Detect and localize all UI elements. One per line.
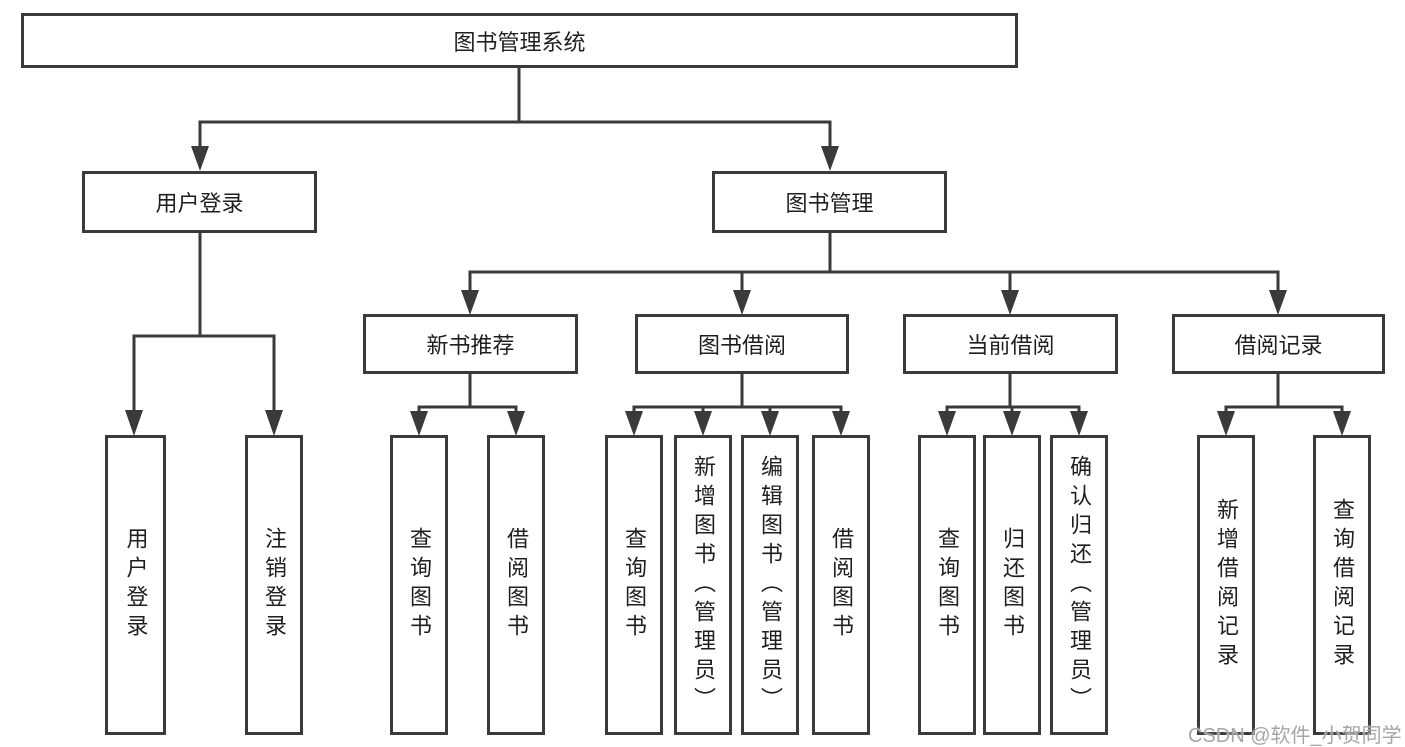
node-book-borrow: 图书借阅 [635,314,849,374]
leaf-label: 借阅图书 [504,527,529,643]
leaf-label: 确认归还（管理员） [1067,454,1092,716]
leaf-add-books-admin: 新增图书（管理员） [674,435,732,735]
leaf-label: 新增图书（管理员） [691,454,716,716]
node-library-management-system: 图书管理系统 [21,13,1018,68]
node-book-management: 图书管理 [712,171,947,233]
leaf-logout: 注销登录 [245,435,303,735]
leaf-label: 查询图书 [407,527,432,643]
leaf-query-books-recommend: 查询图书 [390,435,448,735]
leaf-label: 归还图书 [1000,527,1025,643]
leaf-label: 编辑图书（管理员） [758,454,783,716]
csdn-watermark: CSDN @软件_小贺同学 [1188,725,1402,747]
node-user-login: 用户登录 [82,171,317,233]
arrowheads [125,146,1351,436]
leaf-add-borrow-record: 新增借阅记录 [1197,435,1255,735]
leaf-label: 用户登录 [123,527,149,643]
node-borrow-records: 借阅记录 [1172,314,1385,374]
leaf-label: 新增借阅记录 [1214,498,1239,672]
node-new-book-recommend: 新书推荐 [363,314,578,374]
leaf-query-books-current: 查询图书 [918,435,976,735]
leaf-return-books: 归还图书 [983,435,1041,735]
leaf-label: 查询借阅记录 [1330,498,1355,672]
leaf-borrow-books: 借阅图书 [812,435,870,735]
leaf-borrow-books-recommend: 借阅图书 [487,435,545,735]
leaf-edit-books-admin: 编辑图书（管理员） [741,435,799,735]
leaf-label: 借阅图书 [829,527,854,643]
leaf-user-login: 用户登录 [105,435,166,735]
leaf-confirm-return-admin: 确认归还（管理员） [1050,435,1108,735]
leaf-label: 注销登录 [262,527,287,643]
leaf-label: 查询图书 [622,527,647,643]
node-current-borrow: 当前借阅 [903,314,1118,374]
leaf-query-books-borrow: 查询图书 [605,435,663,735]
leaf-label: 查询图书 [935,527,960,643]
leaf-query-borrow-record: 查询借阅记录 [1313,435,1371,735]
